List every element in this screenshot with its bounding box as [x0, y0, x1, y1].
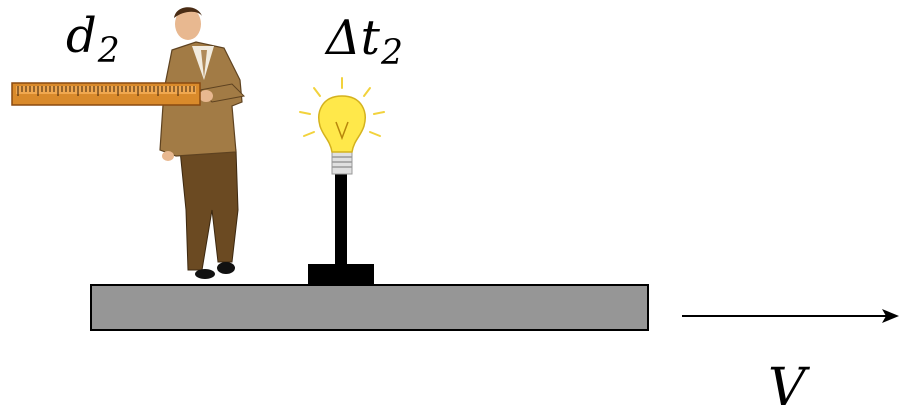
distance-label: d2: [66, 8, 120, 71]
lamp-base: [308, 264, 374, 285]
velocity-label: V: [768, 358, 806, 418]
ruler-icon: [11, 82, 201, 106]
lamp-pole: [335, 172, 347, 266]
bulb-glow: [299, 77, 385, 137]
platform: [90, 284, 649, 331]
light-bulb-icon: [299, 77, 385, 285]
man-in-suit-icon: [159, 7, 246, 279]
arrow-right-icon: [682, 309, 899, 323]
time-interval-label: Δt2: [326, 10, 403, 73]
